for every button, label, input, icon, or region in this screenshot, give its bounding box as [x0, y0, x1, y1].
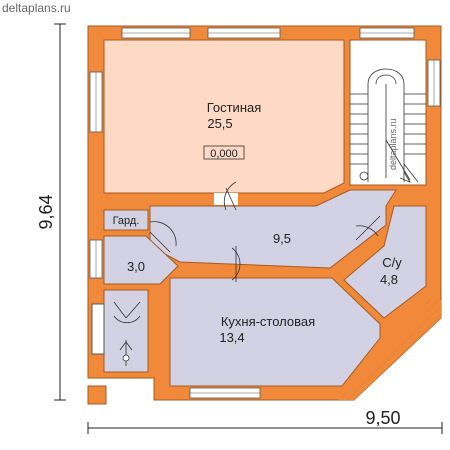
kitchen-dining-floor [169, 277, 381, 387]
bathroom-name: С/у [382, 255, 402, 270]
doors [113, 181, 381, 366]
kitchen-area: 13,4 [219, 330, 244, 345]
door-entrance-swing [113, 315, 141, 324]
door-kitchen-swing [231, 247, 241, 281]
door-living-opening [214, 193, 238, 205]
staircase [350, 68, 426, 183]
wardrobe-floor [103, 209, 149, 231]
storage-area: 3,0 [127, 259, 145, 274]
watermark-side-text: deltaplans.ru [388, 118, 398, 170]
living-room-floor [103, 39, 345, 194]
living-room-name: Гостиная [207, 100, 262, 115]
staircase-floor [349, 39, 427, 186]
storage-room-floor [103, 235, 179, 285]
column-block [87, 385, 107, 405]
wardrobe-name: Гард. [113, 215, 140, 227]
entrance-step [91, 303, 105, 355]
level-mark: 0,000 [210, 148, 238, 160]
bathroom-area: 4,8 [380, 272, 398, 287]
hall-area: 9,5 [273, 231, 291, 246]
width-dimension: 9,50 [87, 408, 443, 434]
living-room-area: 25,5 [207, 116, 232, 131]
width-dimension-label: 9,50 [365, 408, 400, 428]
height-dimension: 9,64 [36, 23, 66, 401]
kitchen-name: Кухня-столовая [221, 314, 315, 329]
watermark-text: deltaplans.ru [2, 1, 71, 15]
diagonal-wall-hatch [338, 300, 441, 400]
height-dimension-label: 9,64 [36, 194, 56, 229]
door-storage-swing [149, 221, 177, 247]
bathroom-floor [343, 205, 427, 319]
door-living-swing [223, 181, 237, 211]
level-mark-box [203, 145, 245, 160]
